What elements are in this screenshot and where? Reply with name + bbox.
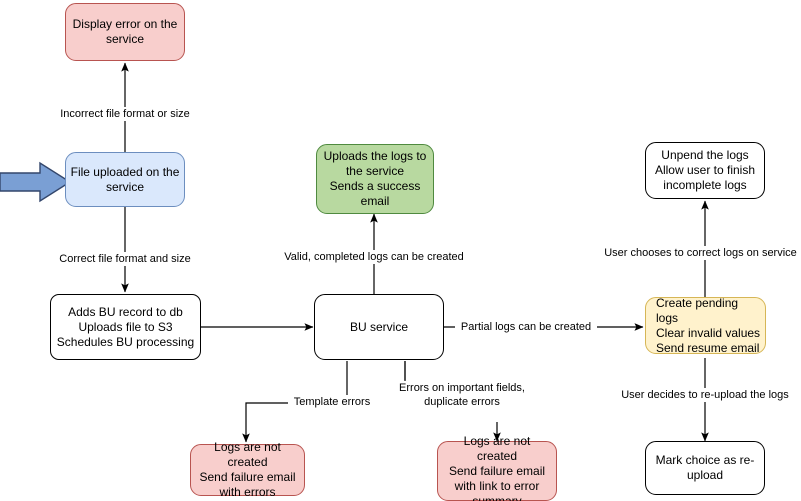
node-logs-not-created-template[interactable]: Logs are not created Send failure email … <box>190 440 305 499</box>
node-display-error[interactable]: Display error on the service <box>65 3 185 61</box>
node-logs-not-created-summary[interactable]: Logs are not created Send failure email … <box>437 434 557 501</box>
edge-label-incorrect-format: Incorrect file format or size <box>45 107 205 121</box>
node-uploads-logs[interactable]: Uploads the logs to the service Sends a … <box>316 144 434 214</box>
edge-label-correct-format: Correct file format and size <box>47 252 203 266</box>
edge-label-valid-completed: Valid, completed logs can be created <box>270 250 478 264</box>
edge-label-template-errors: Template errors <box>288 395 376 409</box>
node-bu-service[interactable]: BU service <box>314 294 444 360</box>
node-unpend-logs[interactable]: Unpend the logs Allow user to finish inc… <box>645 142 765 199</box>
edge-label-user-reupload: User decides to re-upload the logs <box>610 388 800 402</box>
node-adds-bu-record[interactable]: Adds BU record to db Uploads file to S3 … <box>50 294 201 360</box>
entry-arrow-icon <box>0 161 72 203</box>
node-mark-choice-reupload[interactable]: Mark choice as re- upload <box>645 441 765 495</box>
node-create-pending-logs[interactable]: Create pending logs Clear invalid values… <box>645 296 766 355</box>
edge-label-partial-logs: Partial logs can be created <box>455 320 597 334</box>
edge-label-user-corrects: User chooses to correct logs on service <box>600 246 801 260</box>
edge-label-errors-important: Errors on important fields, duplicate er… <box>390 381 534 409</box>
node-file-uploaded[interactable]: File uploaded on the service <box>65 152 185 207</box>
